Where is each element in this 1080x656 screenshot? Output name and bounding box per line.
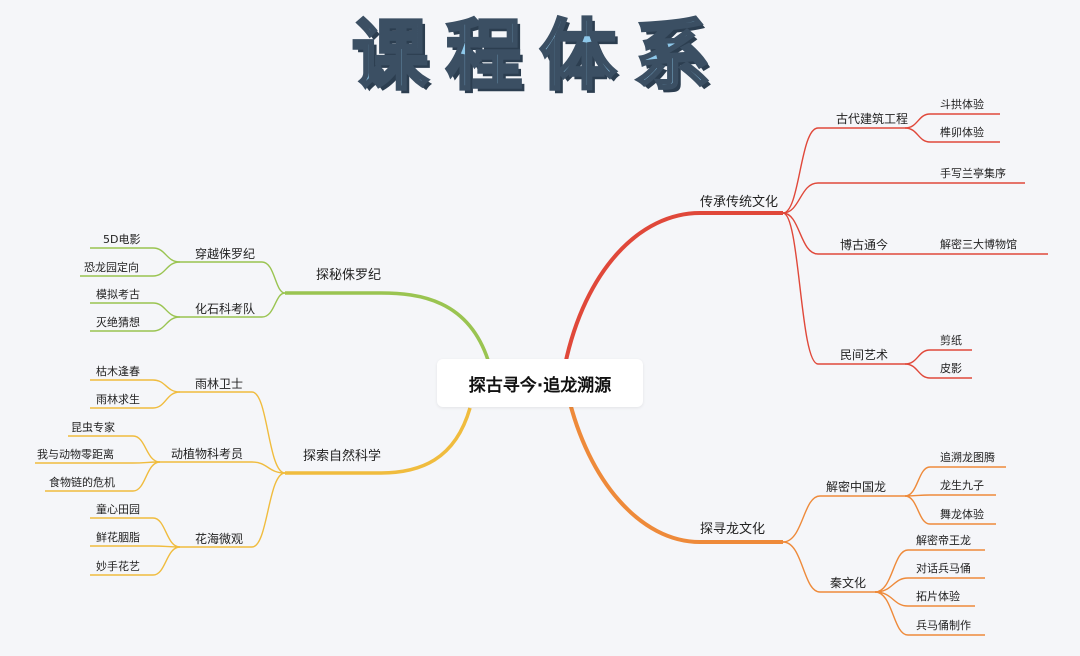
leaf-label: 榫卯体验	[940, 126, 984, 139]
leaf-label: 鲜花胭脂	[96, 531, 140, 544]
leaf-label: 5D电影	[103, 233, 141, 246]
leaf-label: 解密帝王龙	[916, 534, 971, 547]
sub-label: 动植物科考员	[171, 447, 244, 461]
branch-left-bottom	[285, 407, 472, 475]
leaf-label: 昆虫专家	[71, 421, 115, 434]
leaf-label: 雨林求生	[96, 393, 140, 406]
leaf-label: 模拟考古	[96, 288, 140, 301]
leaf-label: 对话兵马俑	[916, 562, 971, 575]
leaf-label: 龙生九子	[940, 479, 984, 492]
sub-label: 解密中国龙	[826, 480, 887, 494]
leaf-label: 兵马俑制作	[916, 619, 971, 632]
sub-label: 古代建筑工程	[836, 112, 909, 126]
leaf-label: 我与动物零距离	[37, 448, 114, 461]
leaf-label: 恐龙园定向	[84, 261, 139, 274]
branch-left-top	[285, 291, 490, 361]
leaf-label: 灭绝猜想	[96, 316, 140, 329]
branch-label: 探秘侏罗纪	[316, 268, 382, 283]
branch-right-bottom	[566, 394, 783, 544]
leaf-label: 解密三大博物馆	[940, 238, 1017, 251]
sub-label: 穿越侏罗纪	[195, 247, 256, 261]
leaf-label: 手写兰亭集序	[940, 167, 1006, 180]
sub-label: 博古通今	[840, 238, 889, 252]
page-title: 课程体系	[351, 11, 728, 100]
sub-label: 化石科考队	[195, 302, 256, 316]
branch-label: 探索自然科学	[303, 449, 382, 464]
branch-right-top	[563, 211, 783, 366]
sub-label: 民间艺术	[840, 348, 889, 362]
central-topic: 探古寻今·追龙溯源	[437, 359, 643, 407]
sub-label: 雨林卫士	[195, 377, 244, 391]
leaf-label: 舞龙体验	[940, 508, 984, 521]
sub-label: 花海微观	[195, 532, 244, 546]
leaf-label: 妙手花艺	[96, 560, 140, 573]
sub-label: 秦文化	[830, 576, 867, 590]
leaf-label: 童心田园	[96, 503, 140, 516]
leaf-label: 食物链的危机	[49, 476, 115, 489]
leaf-label: 剪纸	[940, 334, 962, 347]
leaf-label: 追溯龙图腾	[940, 451, 995, 464]
leaf-label: 皮影	[940, 362, 962, 375]
branch-label: 传承传统文化	[700, 195, 779, 210]
branch-label: 探寻龙文化	[700, 522, 766, 537]
leaf-label: 拓片体验	[916, 590, 960, 603]
leaf-label: 枯木逢春	[96, 365, 140, 378]
leaf-label: 斗拱体验	[940, 98, 984, 111]
